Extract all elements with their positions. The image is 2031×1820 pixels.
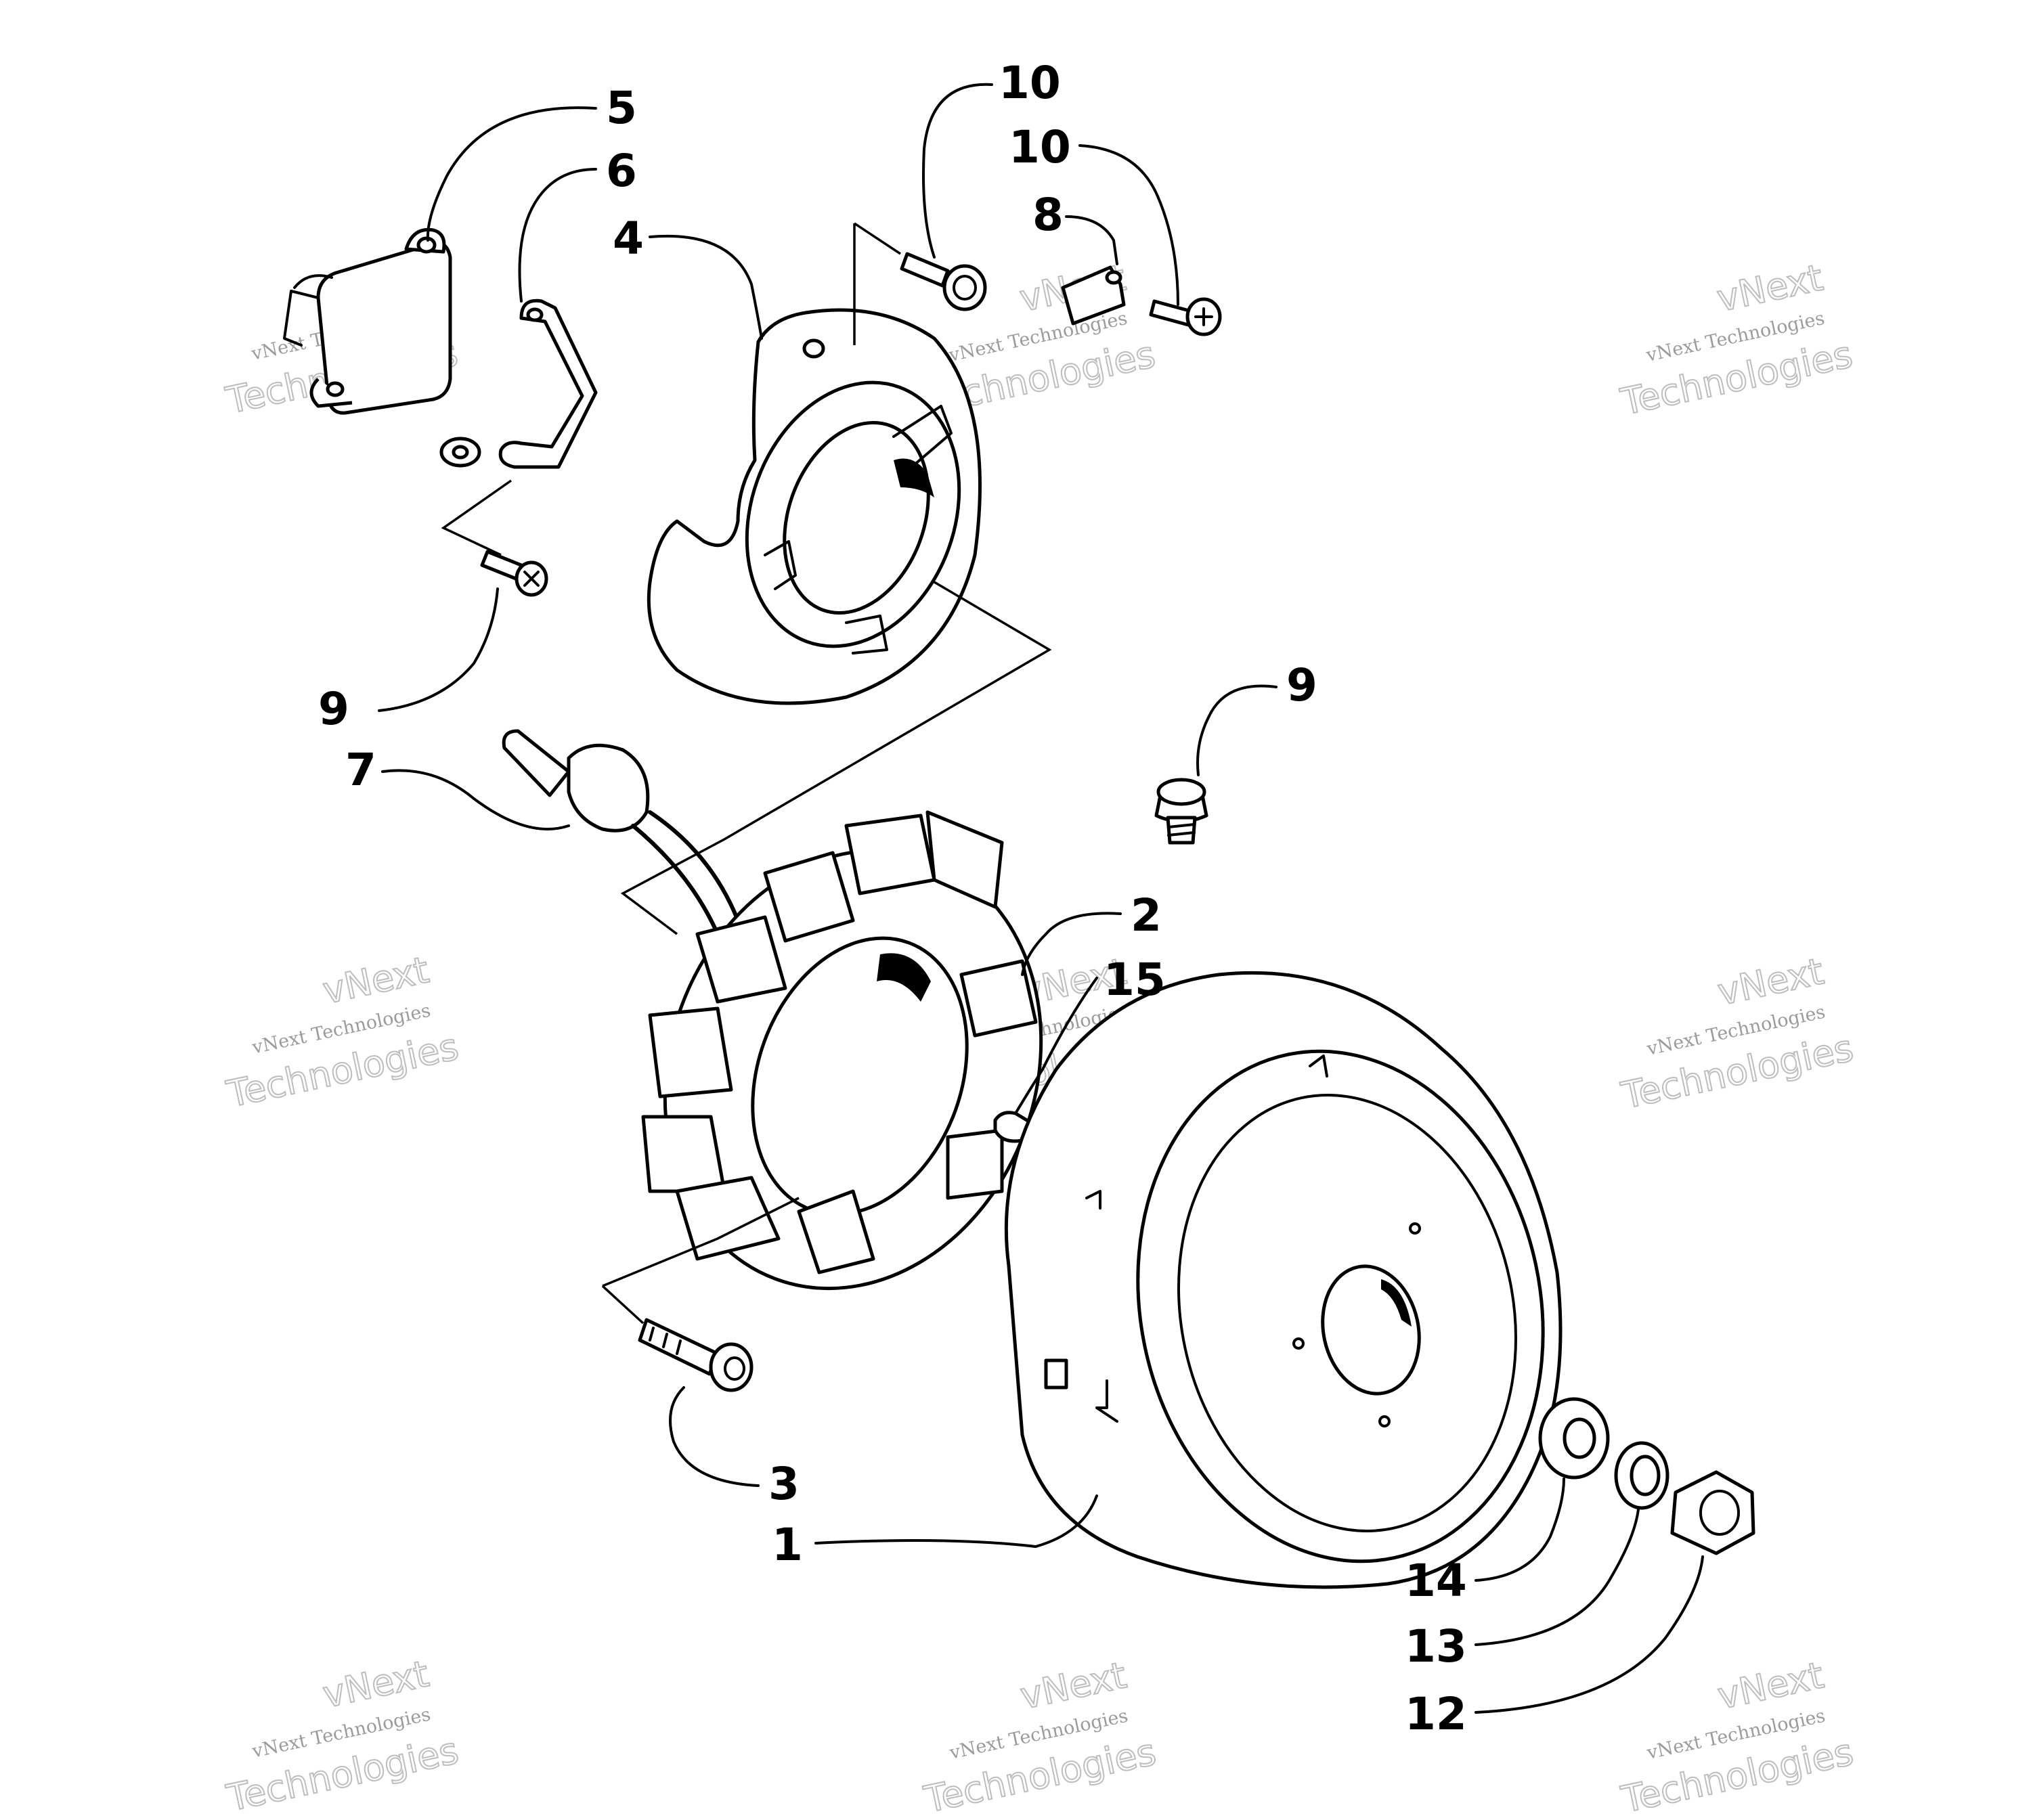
leader-15 — [1014, 977, 1098, 1115]
part-10-screw-right — [1149, 297, 1222, 336]
part-3-socket-screw — [638, 1318, 754, 1392]
part-6-bracket — [439, 298, 598, 469]
part-7-harness — [502, 729, 740, 936]
part-1-flywheel — [1004, 971, 1563, 1589]
callout-4: 4 — [613, 213, 644, 265]
watermark-bottom-center: vNext vNext Technologies Technologies — [919, 1653, 1160, 1820]
leader-3 — [669, 1386, 760, 1487]
callout-10-left: 9 — [318, 683, 349, 735]
leader-10-right — [1078, 144, 1179, 306]
callout-15: 15 — [1104, 954, 1166, 1006]
callout-12: 12 — [1405, 1688, 1467, 1740]
callout-8: 8 — [1032, 189, 1064, 241]
part-5-module — [283, 227, 452, 415]
leader-8 — [1065, 215, 1118, 265]
leader-14 — [1475, 1478, 1565, 1582]
leader-7 — [381, 769, 570, 830]
assembly-lines — [441, 222, 1052, 1325]
watermark-bottom-right: vNext vNext Technologies Technologies — [1617, 1653, 1857, 1820]
part-12-hex-nut — [1670, 1470, 1755, 1555]
leader-1 — [814, 1494, 1098, 1548]
part-9-flange-bolt — [1154, 778, 1208, 845]
part-2-stator — [641, 810, 1043, 1291]
leader-10-left — [378, 587, 499, 712]
watermark-top-right: vNext vNext Technologies Technologies — [1616, 255, 1856, 424]
callout-13: 13 — [1405, 1620, 1467, 1672]
watermark-bottom-left: vNext vNext Technologies Technologies — [222, 1651, 462, 1820]
callout-6: 6 — [606, 145, 637, 197]
callout-labels: 5 6 4 10 10 8 9 7 9 2 15 3 1 14 13 12 — [318, 57, 1467, 1740]
callout-7: 7 — [345, 744, 376, 796]
leader-11 — [922, 83, 993, 259]
part-14-washer — [1538, 1397, 1610, 1480]
watermark-mid-left: vNext vNext Technologies Technologies — [222, 948, 462, 1116]
part-4-stator-plate — [647, 308, 982, 705]
leader-13 — [1475, 1508, 1640, 1646]
leader-9 — [1196, 684, 1277, 776]
callout-2: 2 — [1131, 889, 1162, 941]
part-11-bolt — [900, 252, 987, 311]
callout-1: 1 — [772, 1519, 803, 1571]
callout-3: 3 — [768, 1458, 800, 1510]
callout-9: 9 — [1286, 659, 1317, 711]
leader-4 — [649, 234, 763, 340]
callout-14: 14 — [1405, 1555, 1467, 1607]
callout-10-right: 10 — [1009, 121, 1071, 173]
watermark-mid-right: vNext vNext Technologies Technologies — [1617, 949, 1857, 1117]
callout-11: 10 — [999, 57, 1061, 109]
part-8-clip — [1061, 265, 1126, 326]
leader-lines — [378, 83, 1704, 1714]
part-10-screw-left — [480, 550, 548, 597]
leader-5 — [426, 106, 597, 242]
callout-5: 5 — [606, 82, 637, 134]
leader-6 — [518, 168, 597, 303]
part-13-lock-washer — [1614, 1441, 1669, 1510]
leader-2 — [1021, 912, 1122, 976]
leader-12 — [1475, 1555, 1704, 1714]
